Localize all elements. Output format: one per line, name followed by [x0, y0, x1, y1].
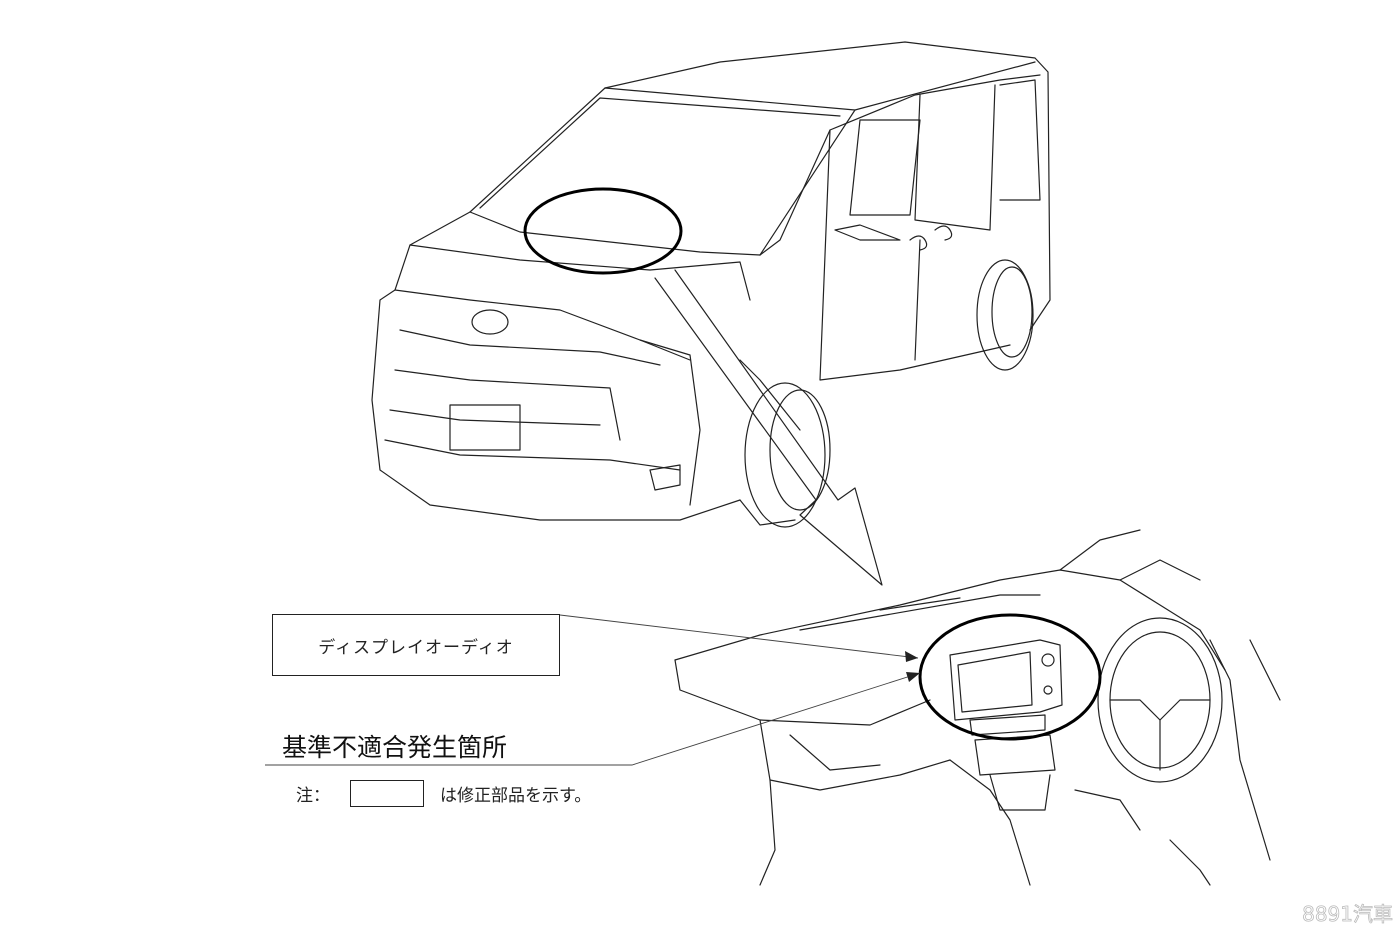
van-illustration — [371, 41, 1051, 528]
watermark: 8891汽車 — [1302, 902, 1394, 927]
leader-line-label — [559, 614, 919, 659]
dashboard-illustration — [674, 529, 1281, 886]
legend-note: 注： は修正部品を示す。 — [296, 780, 591, 807]
part-label-box: ディスプレイオーディオ — [272, 614, 560, 676]
note-suffix: は修正部品を示す。 — [440, 786, 592, 806]
zoom-arrow — [654, 269, 883, 586]
part-label: ディスプレイオーディオ — [318, 637, 514, 658]
highlight-ellipse-display — [918, 613, 1102, 741]
note-prefix: 注： — [296, 786, 330, 806]
legend-swatch-box — [350, 780, 424, 807]
leader-line-heading — [265, 672, 921, 766]
nonconformity-location-heading: 基準不適合発生箇所 — [282, 733, 508, 762]
highlight-ellipse-vehicle — [523, 187, 683, 275]
